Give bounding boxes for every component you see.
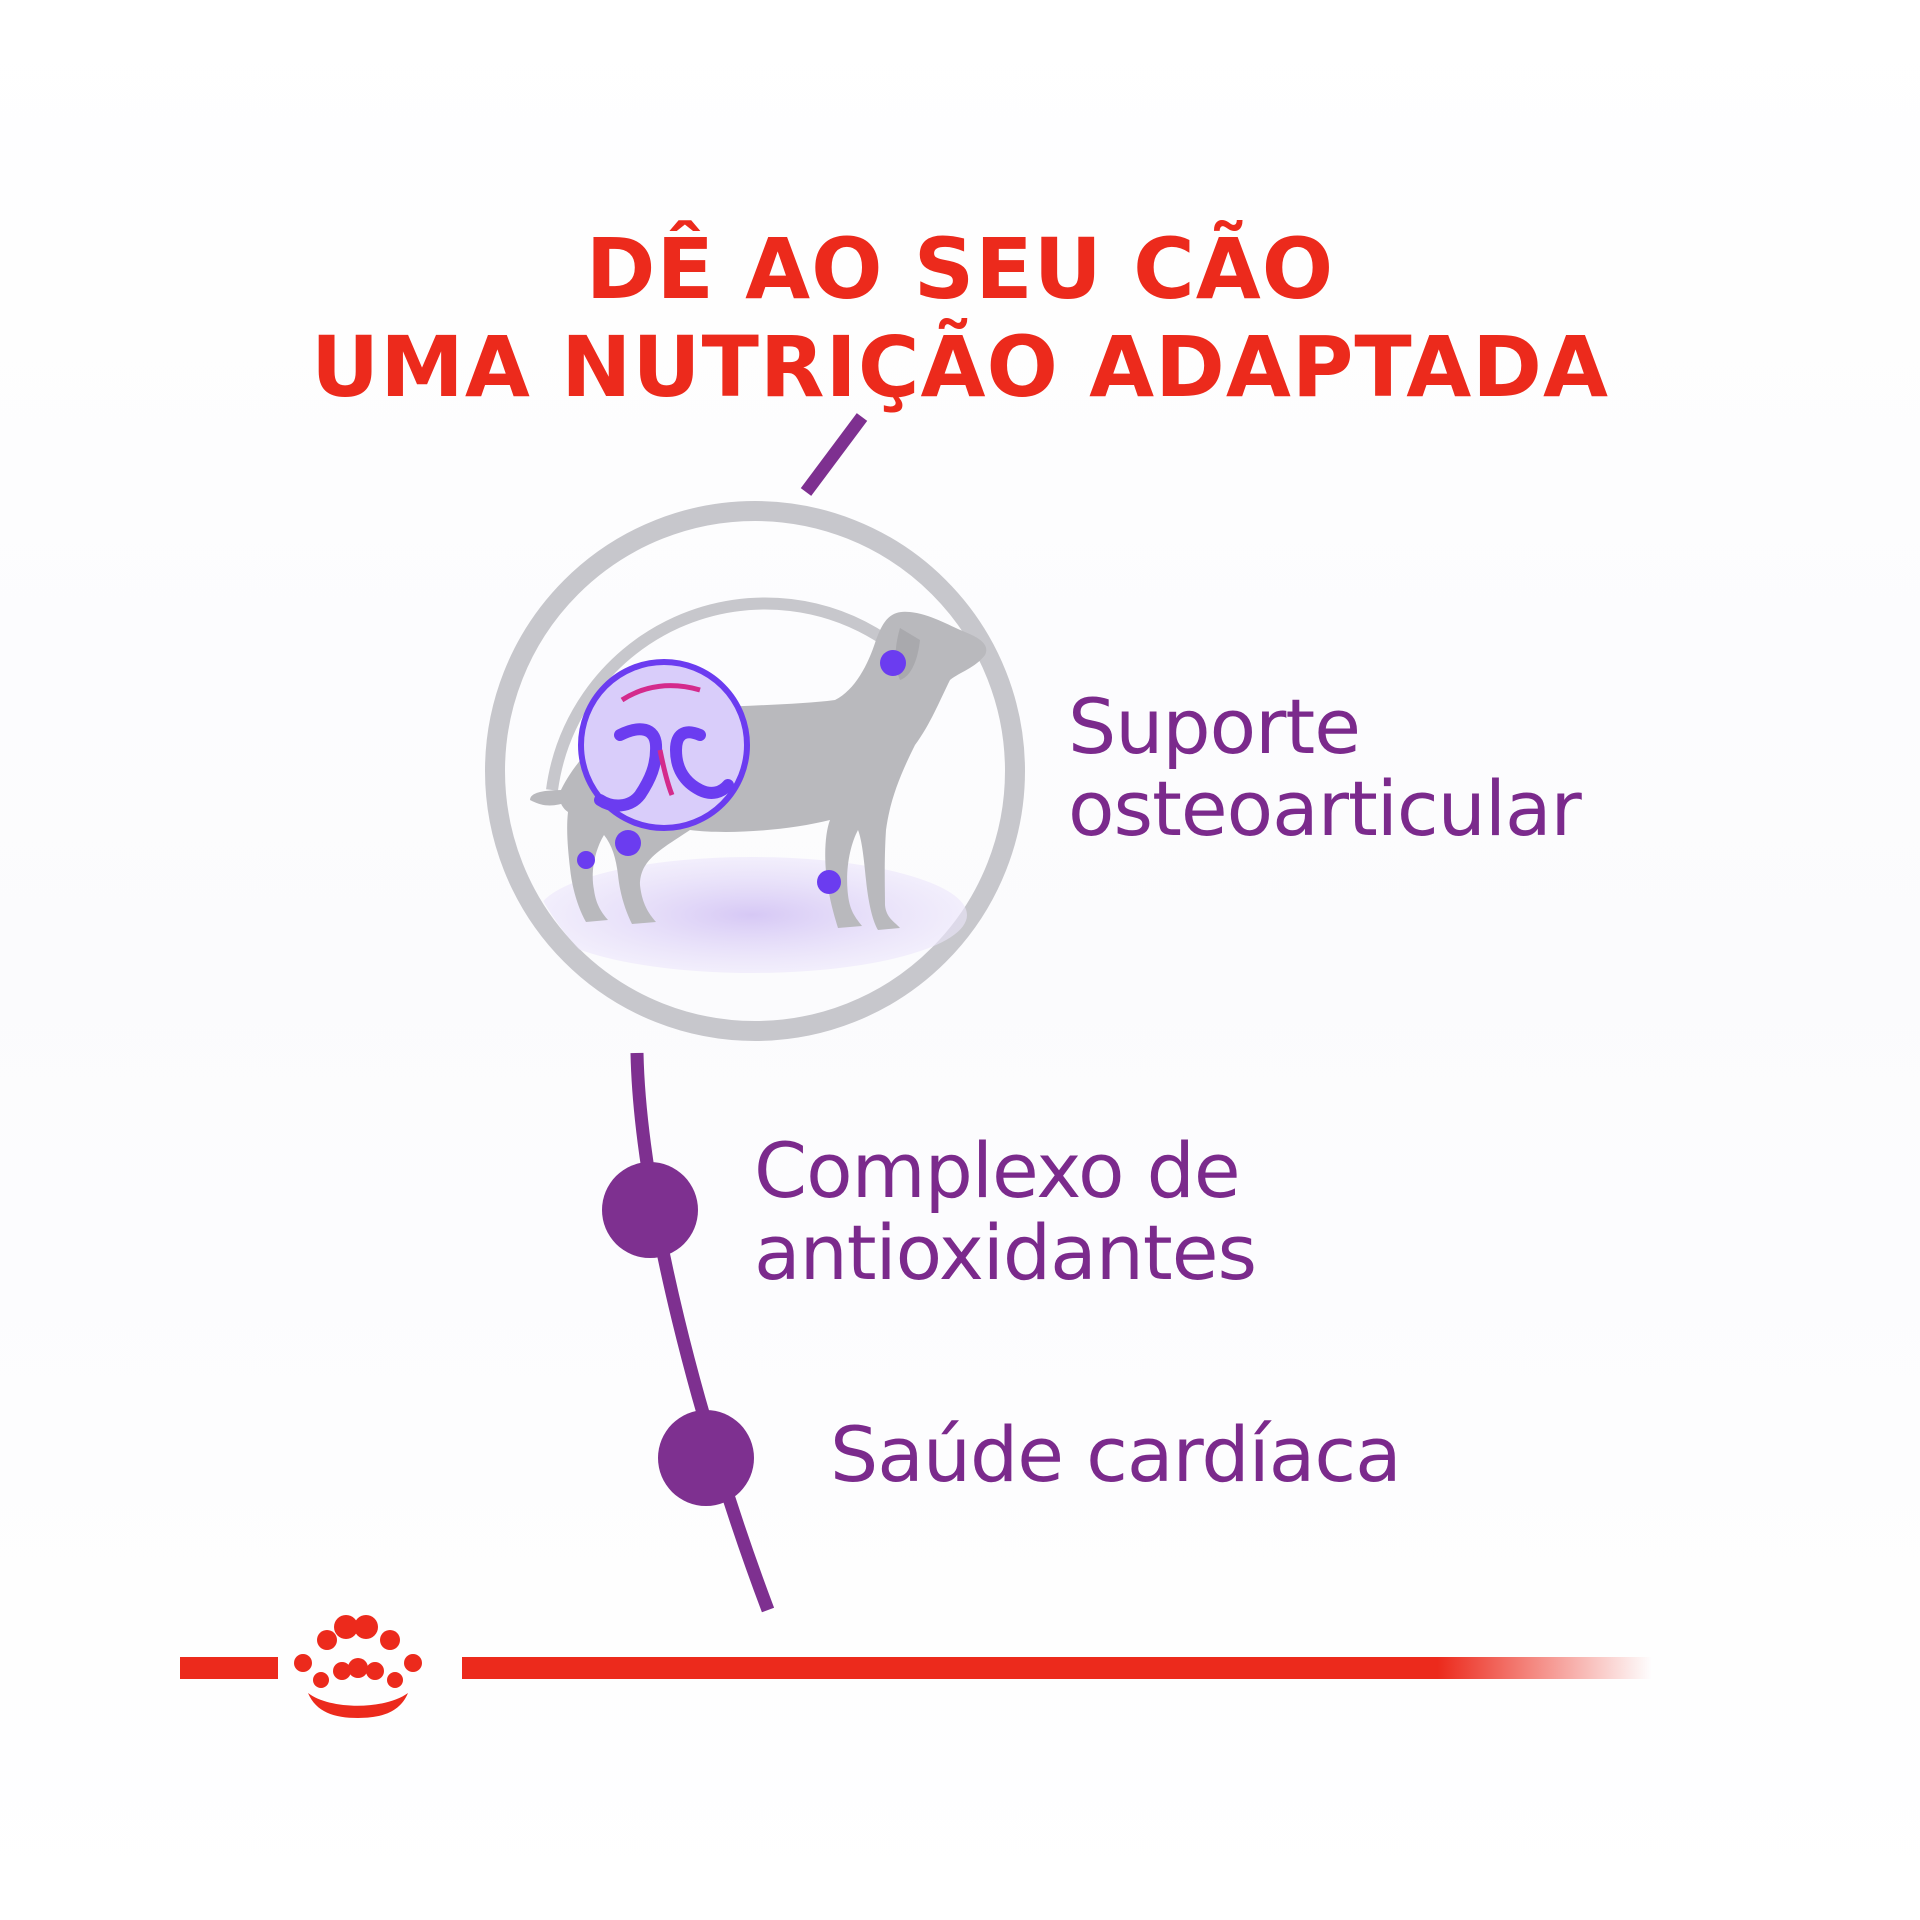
timeline-curve bbox=[630, 1052, 775, 1613]
benefit-cardiac-health: Saúde cardíaca bbox=[830, 1410, 1402, 1499]
benefit-3-line-1: Saúde cardíaca bbox=[830, 1410, 1402, 1499]
joint-dots bbox=[577, 650, 906, 894]
benefit-1-line-2: osteoarticular bbox=[1068, 764, 1582, 853]
benefit-2-line-2: antioxidantes bbox=[754, 1208, 1257, 1297]
headline: DÊ AO SEU CÃO UMA NUTRIÇÃO ADAPTADA bbox=[0, 220, 1920, 416]
floor-shadow bbox=[537, 857, 967, 973]
brand-line-left bbox=[180, 1657, 278, 1679]
connector-top bbox=[800, 413, 868, 496]
outer-ring bbox=[485, 501, 1025, 1041]
benefit-antioxidants: Complexo de antioxidantes bbox=[754, 1126, 1257, 1297]
benefit-1-line-1: Suporte bbox=[1068, 682, 1361, 771]
benefit-osteoarticular: Suporte osteoarticular bbox=[1068, 682, 1582, 853]
timeline-dot-2 bbox=[658, 1410, 754, 1506]
inner-ring bbox=[546, 597, 889, 791]
headline-line-2: UMA NUTRIÇÃO ADAPTADA bbox=[311, 318, 1609, 416]
brand-line-right bbox=[462, 1657, 1652, 1679]
joint-magnifier bbox=[578, 659, 750, 831]
crown-logo-icon bbox=[294, 1615, 422, 1718]
benefit-2-line-1: Complexo de bbox=[754, 1126, 1241, 1215]
headline-line-1: DÊ AO SEU CÃO bbox=[585, 220, 1335, 318]
timeline-dot-1 bbox=[602, 1162, 698, 1258]
